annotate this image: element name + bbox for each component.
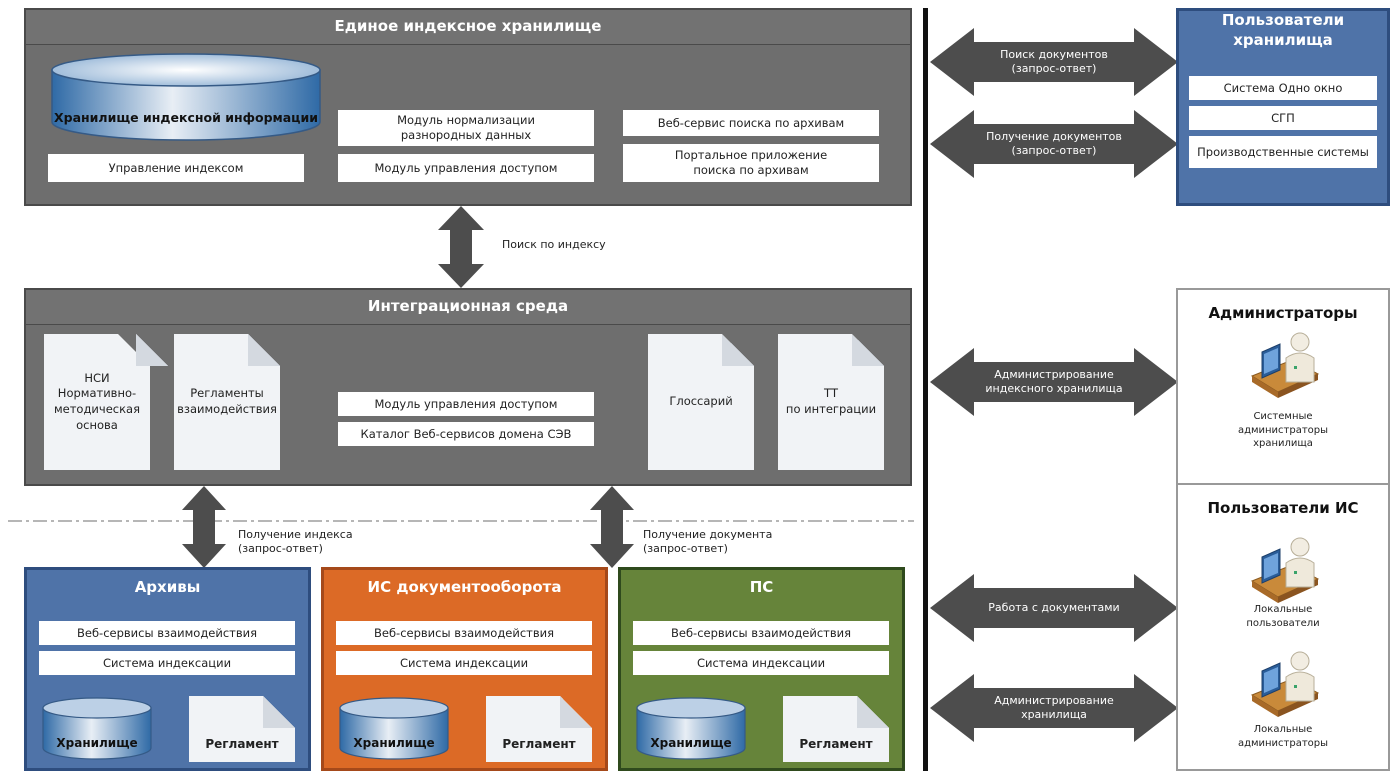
get-document-arrow <box>590 486 634 568</box>
source-title: Архивы <box>134 578 201 596</box>
source-web-services-box: Веб-сервисы взаимодействия <box>39 621 295 645</box>
is-users-title: Пользователи ИС <box>1207 499 1359 517</box>
access-module-box-integration: Модуль управления доступом <box>338 392 594 416</box>
tt-document-fold <box>852 334 884 366</box>
search-by-index-label: Поиск по индексу <box>502 238 606 251</box>
storage-users-title: Пользователи хранилища <box>1221 11 1345 49</box>
system-admins-caption: Системные администраторы хранилища <box>1237 411 1329 449</box>
source-reglament-doc: Регламент <box>189 696 295 762</box>
index-storage-cylinder <box>51 53 321 141</box>
sgp-box: СГП <box>1189 106 1377 130</box>
source-panel-1: ИС документооборота Веб-сервисы взаимоде… <box>321 567 608 771</box>
source-reglament-fold <box>263 696 295 728</box>
h-arrow-1 <box>930 110 1178 178</box>
index-management-box: Управление индексом <box>48 154 304 182</box>
normalization-module-box: Модуль нормализации разнородных данных <box>338 110 594 146</box>
source-web-services-box: Веб-сервисы взаимодействия <box>633 621 889 645</box>
source-storage-cylinder <box>636 697 746 760</box>
source-reglament-fold <box>857 696 889 728</box>
web-search-service-box: Веб-сервис поиска по архивам <box>623 110 879 136</box>
administrators-panel: Администраторы Системные администраторы … <box>1176 288 1390 486</box>
system-admin-user-icon <box>1250 330 1320 408</box>
glossary-document-fold <box>722 334 754 366</box>
get-document-label: Получение документа (запрос-ответ) <box>643 528 773 556</box>
nsi-document-fold <box>136 334 168 366</box>
index-storage-label: Хранилище индексной информации <box>54 110 318 125</box>
search-by-index-arrow <box>438 206 484 288</box>
integration-environment-title: Интеграционная среда <box>26 290 910 325</box>
source-storage-label: Хранилище <box>650 736 732 750</box>
source-storage-cylinder <box>42 697 152 760</box>
portal-app-box: Портальное приложение поиска по архивам <box>623 144 879 182</box>
source-title: ПС <box>749 578 774 596</box>
local-users-caption: Локальные пользователи <box>1246 604 1320 629</box>
h-arrow-3 <box>930 574 1178 642</box>
storage-users-panel: Пользователи хранилища Система Одно окно… <box>1176 8 1390 206</box>
source-indexing-box: Система индексации <box>633 651 889 675</box>
source-reglament-fold <box>560 696 592 728</box>
h-arrow-label-2: Администрирование индексного хранилища <box>985 367 1123 395</box>
integration-environment-panel: Интеграционная среда НСИ Нормативно- мет… <box>24 288 912 486</box>
production-systems-box: Производственные системы <box>1189 136 1377 168</box>
get-index-arrow <box>182 486 226 568</box>
source-indexing-box: Система индексации <box>336 651 592 675</box>
unified-index-storage-panel: Единое индексное хранилище Хранилище инд… <box>24 8 912 206</box>
dash-dot-separator <box>8 520 914 522</box>
unified-index-storage-title: Единое индексное хранилище <box>26 10 910 45</box>
source-indexing-box: Система индексации <box>39 651 295 675</box>
h-arrow-0 <box>930 28 1178 96</box>
administrators-title: Администраторы <box>1208 304 1358 322</box>
source-title: ИС документооборота <box>367 578 562 596</box>
one-window-system-box: Система Одно окно <box>1189 76 1377 100</box>
source-web-services-box: Веб-сервисы взаимодействия <box>336 621 592 645</box>
local-admin-icon <box>1250 649 1320 727</box>
access-module-box-top: Модуль управления доступом <box>338 154 594 182</box>
h-arrow-label-0: Поиск документов (запрос-ответ) <box>1000 47 1108 75</box>
reglament-document-fold <box>248 334 280 366</box>
h-arrow-2 <box>930 348 1178 416</box>
h-arrow-label-3: Работа с документами <box>988 600 1120 614</box>
h-arrow-4 <box>930 674 1178 742</box>
h-arrow-label-4: Администрирование хранилища <box>994 693 1114 721</box>
local-admins-caption: Локальные администраторы <box>1237 724 1329 749</box>
source-panel-0: Архивы Веб-сервисы взаимодействия Систем… <box>24 567 311 771</box>
nsi-document: НСИ Нормативно- методическая основа <box>44 334 150 470</box>
source-storage-label: Хранилище <box>56 736 138 750</box>
h-arrow-label-1: Получение документов (запрос-ответ) <box>986 129 1122 157</box>
local-user-icon <box>1250 535 1320 613</box>
source-panel-2: ПС Веб-сервисы взаимодействия Система ин… <box>618 567 905 771</box>
source-storage-cylinder <box>339 697 449 760</box>
is-users-panel: Пользователи ИС Локальные пользователи Л… <box>1176 483 1390 771</box>
vertical-divider <box>923 8 928 771</box>
source-storage-label: Хранилище <box>353 736 435 750</box>
get-index-label: Получение индекса (запрос-ответ) <box>238 528 353 556</box>
web-services-catalog-box: Каталог Веб-сервисов домена СЭВ <box>338 422 594 446</box>
